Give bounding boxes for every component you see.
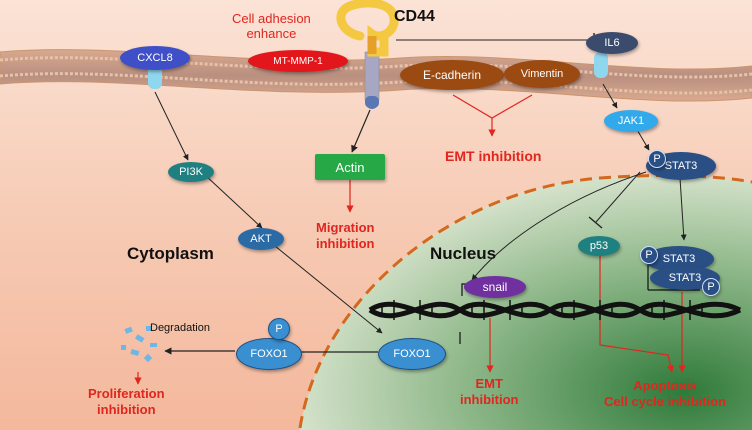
il6-node: IL6 xyxy=(586,32,638,54)
mt-mmp1-node: MT-MMP-1 xyxy=(248,50,348,72)
emt-inhibition-top-label: EMT inhibition xyxy=(445,148,542,164)
jak1-node: JAK1 xyxy=(604,110,658,132)
foxo1-phospho-badge: P xyxy=(268,318,290,340)
proliferation-inhibition-label: Proliferation inhibition xyxy=(88,386,165,417)
cxcl8-node: CXCL8 xyxy=(120,46,190,70)
stat3-phospho-badge: P xyxy=(648,150,666,168)
stat3-dimer-phospho-upper: P xyxy=(640,246,658,264)
foxo1-phospho-node: FOXO1 xyxy=(236,338,302,370)
p53-node: p53 xyxy=(578,236,620,256)
migration-inhibition-label: Migration inhibition xyxy=(316,220,375,251)
stat3-dimer-phospho-lower: P xyxy=(702,278,720,296)
akt-node: AKT xyxy=(238,228,284,250)
emt-inhibition-bottom-label: EMT inhibition xyxy=(460,376,519,407)
pi3k-node: PI3K xyxy=(168,162,214,182)
cd44-label: CD44 xyxy=(394,8,435,25)
cell-adhesion-label: Cell adhesion enhance xyxy=(232,11,311,41)
snail-node: snail xyxy=(464,276,526,298)
dna-helix-icon xyxy=(368,300,742,320)
vimentin-node: Vimentin xyxy=(504,60,580,88)
degradation-label: Degradation xyxy=(150,322,210,334)
cxcl8-receptor xyxy=(148,65,162,89)
cd44-hook-icon xyxy=(336,0,399,57)
cytoplasm-label: Cytoplasm xyxy=(127,244,214,263)
degraded-fragments-icon xyxy=(121,326,157,363)
cd44-stem xyxy=(364,51,380,101)
foxo1-node: FOXO1 xyxy=(378,338,446,370)
apoptosis-label: Apoptosis Cell cycle inhibition xyxy=(604,378,727,409)
e-cadherin-node: E-cadherin xyxy=(400,60,504,90)
actin-box: Actin xyxy=(315,154,385,180)
nucleus-label: Nucleus xyxy=(430,244,497,263)
nucleus-envelope xyxy=(298,173,752,429)
il6-receptor xyxy=(594,52,608,78)
